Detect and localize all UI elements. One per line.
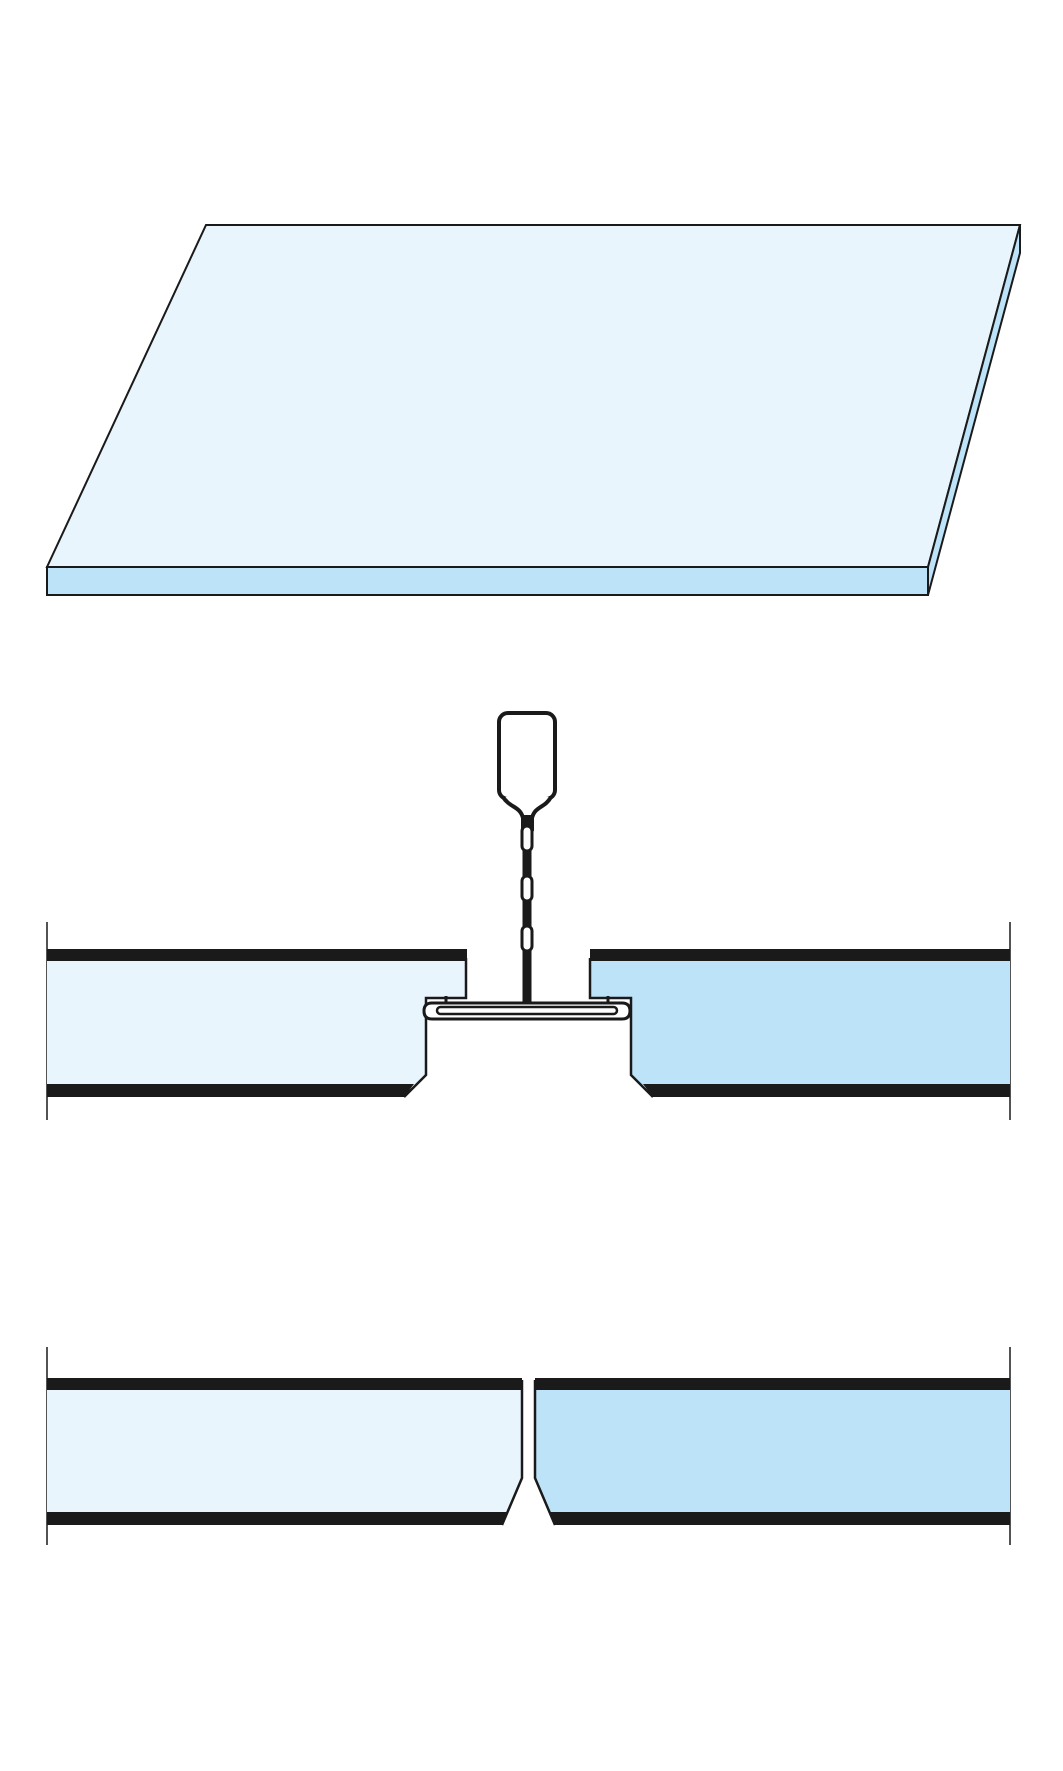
suspended-grid-joint-section	[46, 711, 1011, 1120]
left-panel-top-layer	[47, 949, 467, 961]
right-panel-bottom-layer	[643, 1084, 1010, 1097]
right-panel-body-2	[535, 1388, 1010, 1525]
panel-perspective-view	[45, 224, 1022, 596]
butt-joint-section	[46, 1347, 1011, 1545]
panel-front-edge	[46, 566, 929, 596]
left-panel-bottom-layer	[47, 1084, 414, 1097]
right-panel-body	[590, 960, 1010, 1097]
left-panel-body	[47, 960, 466, 1097]
left-panel-top-layer-2	[47, 1378, 522, 1390]
panel-side-edge	[927, 224, 1021, 596]
left-panel-rebate-outline	[403, 958, 468, 1098]
web-slot-2	[520, 874, 534, 903]
panel-top-face	[45, 224, 1022, 568]
left-panel-bottom-layer-2	[47, 1512, 508, 1525]
web-slot-1	[520, 824, 534, 853]
right-panel-top-layer-2	[535, 1378, 1010, 1390]
right-panel-edge-outline-2	[533, 1380, 557, 1526]
profile-flange-inner-fold	[435, 1005, 619, 1016]
right-panel-bottom-layer-2	[549, 1512, 1010, 1525]
right-panel-rebate-outline	[588, 958, 654, 1098]
right-panel-top-layer	[590, 949, 1010, 961]
left-panel-body-2	[47, 1388, 522, 1525]
web-slot-3	[520, 924, 534, 953]
left-panel-edge-outline-2	[500, 1380, 524, 1526]
profile-bulb-head	[497, 711, 557, 801]
